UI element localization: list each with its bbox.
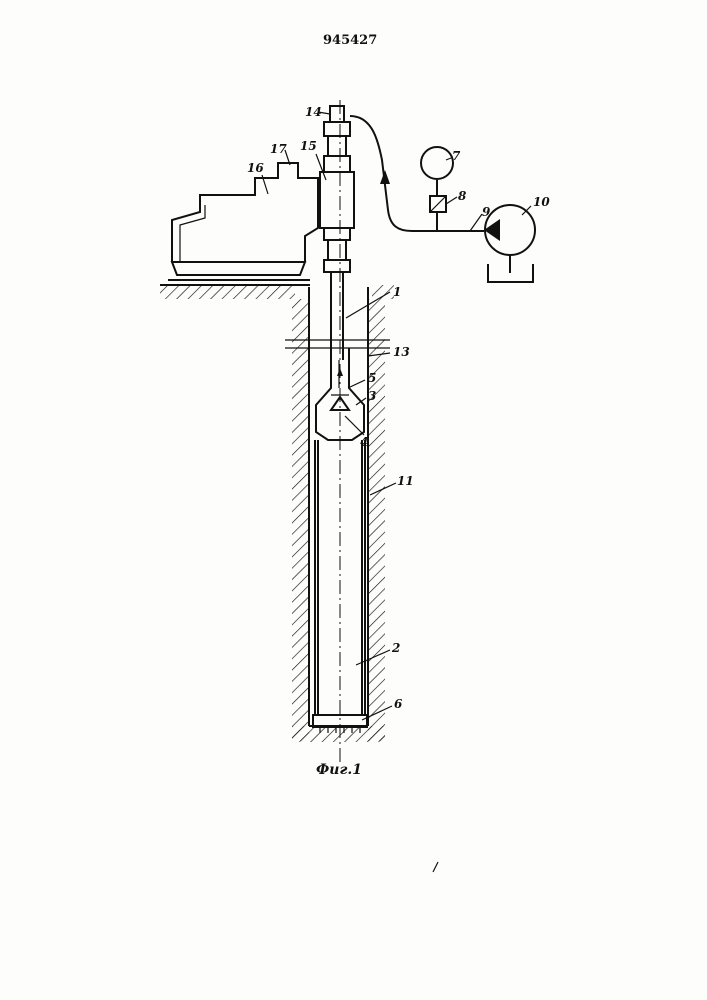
label-11: 11 <box>397 474 414 488</box>
hydraulic-line <box>350 116 535 282</box>
label-8: 8 <box>458 189 467 203</box>
scan-speck <box>433 862 438 872</box>
label-15: 15 <box>300 139 317 153</box>
label-17: 17 <box>270 142 287 156</box>
label-5: 5 <box>368 371 376 385</box>
label-4: 4 <box>360 435 368 449</box>
label-10: 10 <box>533 195 550 209</box>
label-3: 3 <box>368 389 376 403</box>
label-9: 9 <box>482 205 491 219</box>
label-16: 16 <box>247 161 264 175</box>
label-2: 2 <box>391 641 400 655</box>
rotator-column <box>320 106 354 360</box>
ground-surface <box>160 285 394 299</box>
label-14: 14 <box>305 105 322 119</box>
downhole-assembly <box>313 100 367 765</box>
label-13: 13 <box>393 345 410 359</box>
label-7: 7 <box>452 149 461 163</box>
label-6: 6 <box>394 697 403 711</box>
label-1: 1 <box>393 285 401 299</box>
figure-caption: Фиг.1 <box>316 762 362 778</box>
patent-number: 945427 <box>323 33 377 48</box>
drilling-rig <box>168 163 318 280</box>
